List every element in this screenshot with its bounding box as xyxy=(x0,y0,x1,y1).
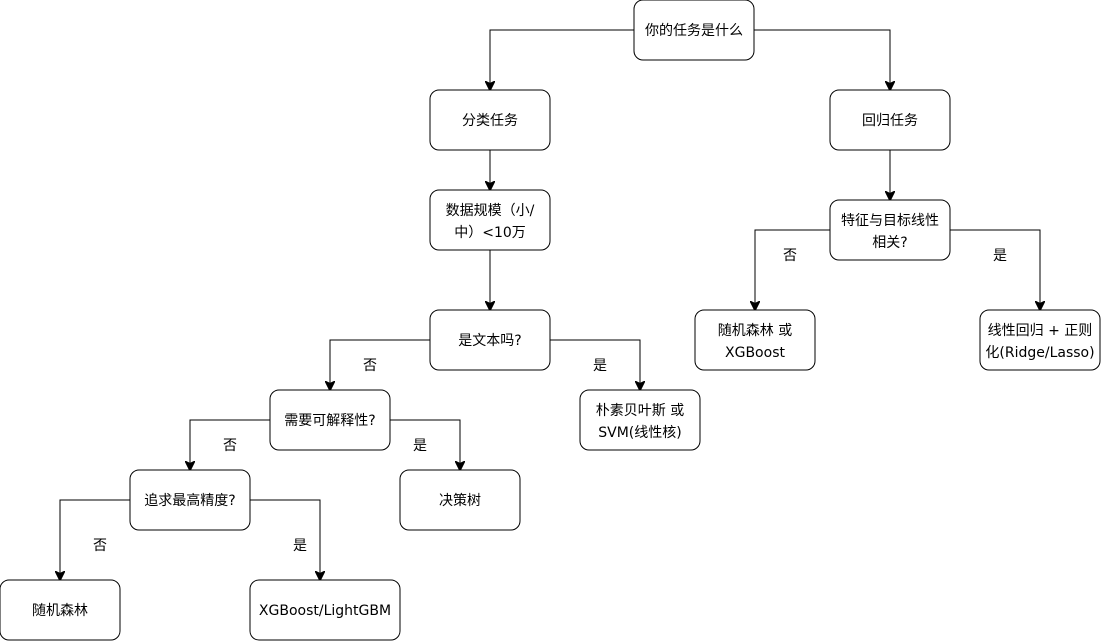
edge-labels: 否 是 否 是 否 是 否 是 xyxy=(93,248,1007,554)
edge-label-accuracy-no: 否 xyxy=(93,538,107,554)
node-is-text-label: 是文本吗? xyxy=(458,333,521,349)
node-regression: 回归任务 xyxy=(829,89,951,151)
node-is-text: 是文本吗? xyxy=(429,309,551,371)
node-max-accuracy-label: 追求最高精度? xyxy=(144,492,235,509)
edge-max-accuracy-yes xyxy=(250,499,320,580)
edge-label-is-text-no: 否 xyxy=(363,358,377,374)
node-max-accuracy: 追求最高精度? xyxy=(129,469,251,531)
edge-is-text-no xyxy=(330,339,430,390)
node-xgb-lightgbm: XGBoost/LightGBM xyxy=(249,579,401,641)
edge-root-to-classification xyxy=(490,29,634,90)
edge-interpretability-no xyxy=(190,419,270,470)
edge-label-accuracy-yes: 是 xyxy=(293,538,307,554)
edge-linear-no xyxy=(755,229,830,310)
node-xgb-lightgbm-label: XGBoost/LightGBM xyxy=(259,603,391,619)
node-naive-bayes-label-line1: 朴素贝叶斯 或 xyxy=(596,403,684,419)
edges xyxy=(60,29,1040,580)
edge-label-interp-no: 否 xyxy=(223,438,237,454)
node-linear-related: 特征与目标线性 相关? xyxy=(829,199,951,261)
node-interpretability-label: 需要可解释性? xyxy=(284,413,375,429)
edge-label-linear-no: 否 xyxy=(783,248,797,264)
edge-interpretability-yes xyxy=(390,419,460,470)
node-random-forest: 随机森林 xyxy=(0,579,121,641)
node-data-scale-label-line1: 数据规模（小/ xyxy=(446,203,535,219)
node-interpretability: 需要可解释性? xyxy=(269,389,391,451)
edge-label-interp-yes: 是 xyxy=(413,438,427,454)
node-decision-tree-label: 决策树 xyxy=(439,492,481,509)
node-naive-bayes-label-line2: SVM(线性核) xyxy=(598,425,681,441)
node-naive-bayes: 朴素贝叶斯 或 SVM(线性核) xyxy=(579,389,701,451)
node-regression-label: 回归任务 xyxy=(862,112,918,129)
node-decision-tree: 决策树 xyxy=(399,469,521,531)
node-rf-or-xgb: 随机森林 或 XGBoost xyxy=(694,309,816,371)
edge-label-linear-yes: 是 xyxy=(993,248,1007,264)
edge-max-accuracy-no xyxy=(60,499,130,580)
node-linear-regression-label-line2: 化(Ridge/Lasso) xyxy=(985,345,1094,361)
edge-is-text-yes xyxy=(550,339,640,390)
edge-root-to-regression xyxy=(754,29,890,90)
node-data-scale: 数据规模（小/ 中）<10万 xyxy=(429,189,551,251)
node-rf-or-xgb-label-line2: XGBoost xyxy=(725,345,785,361)
edge-label-is-text-yes: 是 xyxy=(593,358,607,374)
node-random-forest-label: 随机森林 xyxy=(32,603,88,619)
node-rf-or-xgb-label-line1: 随机森林 或 xyxy=(718,323,792,339)
node-linear-related-label-line1: 特征与目标线性 xyxy=(841,213,939,229)
edge-linear-yes xyxy=(950,229,1040,310)
node-root-label: 你的任务是什么 xyxy=(645,23,743,39)
node-classification: 分类任务 xyxy=(429,89,551,151)
node-linear-related-label-line2: 相关? xyxy=(872,235,907,251)
node-linear-regression: 线性回归 + 正则 化(Ridge/Lasso) xyxy=(979,309,1101,371)
node-linear-regression-label-line1: 线性回归 + 正则 xyxy=(988,322,1093,339)
node-root: 你的任务是什么 xyxy=(633,0,755,61)
node-classification-label: 分类任务 xyxy=(462,113,518,129)
node-data-scale-label-line2: 中）<10万 xyxy=(454,225,526,241)
